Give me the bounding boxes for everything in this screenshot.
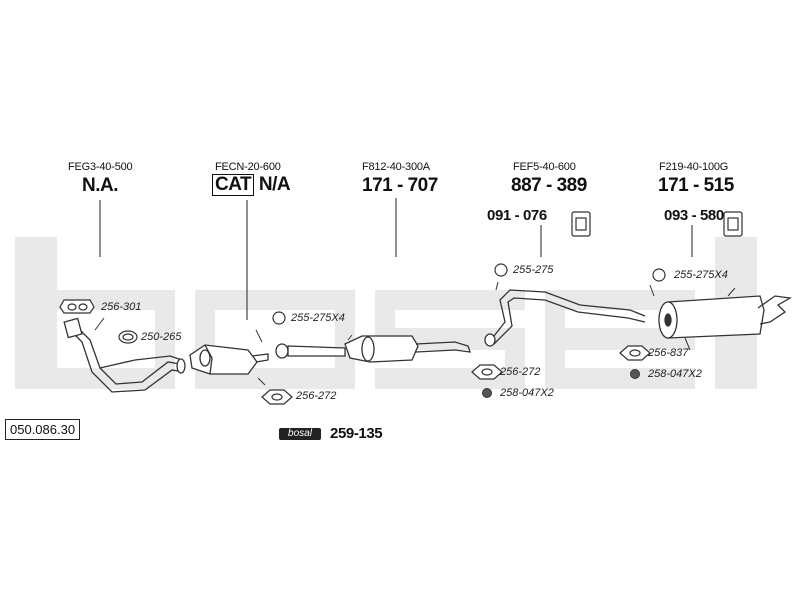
accessory-label: 256-837: [648, 347, 689, 359]
section-code: FEF5-40-600: [513, 161, 576, 173]
part-number: 171 - 707: [362, 175, 438, 196]
part-number: N.A.: [82, 175, 119, 196]
detail-leaders: [94, 281, 736, 386]
section-code: FECN-20-600: [215, 161, 281, 173]
middle-pipe: [484, 289, 646, 347]
accessory-label: 255-275: [513, 264, 554, 276]
hanger-icons: [571, 211, 743, 237]
section-code: FEG3-40-500: [68, 161, 133, 173]
catalogue-reference: 050.086.30: [5, 419, 81, 440]
accessory-label: 250-265: [141, 331, 182, 343]
nut-icon: [482, 369, 640, 398]
gasket-icon: [261, 345, 651, 405]
ring-gasket-icon: [118, 330, 138, 344]
centre-silencer: [275, 335, 471, 363]
hanger-number: 093 - 580: [664, 207, 724, 224]
gasket-icon: [59, 299, 95, 314]
accessory-label: 256-301: [101, 301, 142, 313]
rear-silencer: [658, 295, 792, 339]
part-number-cat: CAT N/A: [212, 174, 291, 196]
accessory-label: 255-275X4: [674, 269, 728, 281]
front-pipe: [63, 317, 186, 393]
bosal-kit-badge: bosal: [279, 428, 321, 440]
kit-number: 259-135: [330, 425, 383, 442]
accessory-label: 255-275X4: [291, 312, 345, 324]
accessory-label: 256-272: [500, 366, 541, 378]
accessory-label: 258-047X2: [500, 387, 554, 399]
accessory-label: 258-047X2: [648, 368, 702, 380]
section-code: F812-40-300A: [362, 161, 430, 173]
hanger-number: 091 - 076: [487, 207, 547, 224]
catalytic-converter: [189, 344, 269, 375]
clamp-icon: [272, 263, 666, 325]
bosal-watermark: [15, 237, 757, 389]
part-number: 171 - 515: [658, 175, 734, 196]
section-code: F219-40-100G: [659, 161, 729, 173]
part-number: 887 - 389: [511, 175, 587, 196]
part-number: N/A: [258, 174, 291, 195]
accessory-label: 256-272: [296, 390, 337, 402]
cat-label: CAT: [212, 174, 255, 196]
leader-lines: [99, 198, 693, 320]
